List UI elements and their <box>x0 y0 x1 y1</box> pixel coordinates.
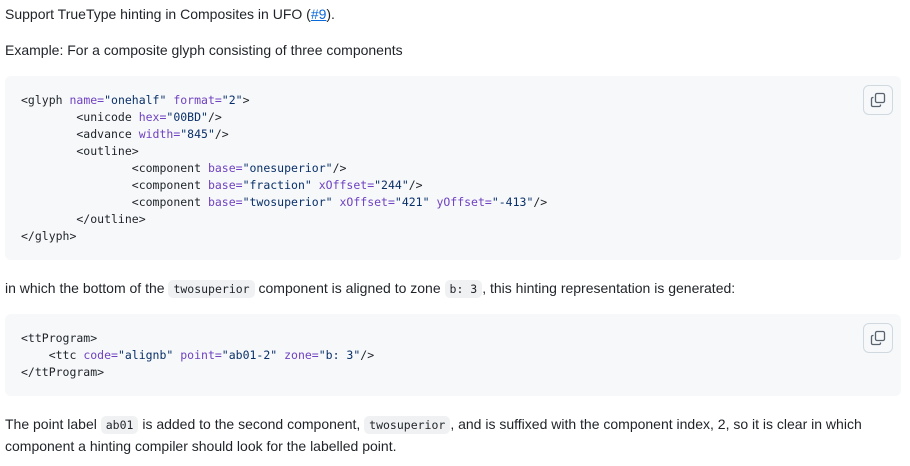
point-text-3: , and is suffixed with the component ind… <box>5 416 862 454</box>
code-token: /> <box>360 348 375 362</box>
summary-text-end: ). <box>326 6 335 22</box>
code-token: <component <box>21 178 208 192</box>
code-token: format= <box>166 93 222 107</box>
issue-link[interactable]: #9 <box>310 6 327 22</box>
copy-icon <box>870 92 886 108</box>
code-token: code= <box>83 348 118 362</box>
code-token: <advance <box>21 127 139 141</box>
code-token: base= <box>207 178 243 192</box>
copy-icon <box>870 330 886 346</box>
code-token: base= <box>207 161 243 175</box>
code-token: "ab01-2" <box>221 348 278 362</box>
code-block-ttprogram: <ttProgram> <ttc code="alignb" point="ab… <box>5 314 901 396</box>
code-token: xOffset= <box>311 178 375 192</box>
code-token: </glyph> <box>21 229 77 243</box>
code-token: <component <box>21 195 208 209</box>
code-token: <unicode <box>21 110 139 124</box>
code-token: "b: 3" <box>318 348 361 362</box>
inline-code-twosuperior-2: twosuperior <box>364 416 451 434</box>
code-token: zone= <box>277 348 319 362</box>
explanation-text-1: in which the bottom of the <box>5 280 169 296</box>
code-token: hex= <box>138 110 167 124</box>
code-token: point= <box>173 348 222 362</box>
code-token: </outline> <box>21 212 146 226</box>
code-token: "fraction" <box>242 178 312 192</box>
explanation-text-2: component is aligned to zone <box>254 280 445 296</box>
copy-button[interactable] <box>863 85 893 115</box>
code-token: "421" <box>394 195 430 209</box>
paragraph-example: Example: For a composite glyph consistin… <box>5 42 403 58</box>
code-token: xOffset= <box>332 195 395 209</box>
code-token: "alignb" <box>117 348 174 362</box>
inline-code-ab01: ab01 <box>100 416 139 434</box>
code-token: "244" <box>374 178 409 192</box>
code-token: /> <box>332 161 347 175</box>
explanation-text-3: , this hinting representation is generat… <box>482 280 736 296</box>
code-token: <component <box>21 161 208 175</box>
code-token: /> <box>214 127 229 141</box>
code-block-glyph: <glyph name="onehalf" format="2"> <unico… <box>5 76 901 260</box>
code-token: base= <box>207 195 243 209</box>
code-token: "onesuperior" <box>242 161 333 175</box>
code-token: <glyph <box>21 93 70 107</box>
code-token: /> <box>207 110 222 124</box>
inline-code-zone: b: 3 <box>444 280 483 298</box>
code-token: "00BD" <box>166 110 208 124</box>
copy-button[interactable] <box>863 323 893 353</box>
summary-text: Support TrueType hinting in Composites i… <box>5 6 311 22</box>
code-token: "-413" <box>491 195 534 209</box>
code-token: "845" <box>180 127 215 141</box>
code-token: width= <box>138 127 181 141</box>
code-token: <ttProgram> <box>21 331 98 345</box>
code-token: "onehalf" <box>104 93 167 107</box>
code-token: /> <box>533 195 548 209</box>
paragraph-summary: Support TrueType hinting in Composites i… <box>5 4 335 25</box>
code-token: > <box>242 93 250 107</box>
code-token: <ttc <box>21 348 84 362</box>
paragraph-explanation: in which the bottom of the twosuperior c… <box>5 278 735 300</box>
code-ttprogram-xml[interactable]: <ttProgram> <ttc code="alignb" point="ab… <box>21 330 374 381</box>
code-token: /> <box>408 178 423 192</box>
code-token: "2" <box>221 93 243 107</box>
point-text-2: is added to the second component, <box>138 416 365 432</box>
code-token: name= <box>69 93 105 107</box>
code-glyph-xml[interactable]: <glyph name="onehalf" format="2"> <unico… <box>21 92 547 245</box>
code-token: <outline> <box>21 144 139 158</box>
point-text-1: The point label <box>5 416 101 432</box>
code-token: "twosuperior" <box>242 195 333 209</box>
paragraph-point-label: The point label ab01 is added to the sec… <box>5 414 905 457</box>
inline-code-twosuperior: twosuperior <box>168 280 255 298</box>
code-token: yOffset= <box>429 195 492 209</box>
code-token: </ttProgram> <box>21 365 105 379</box>
